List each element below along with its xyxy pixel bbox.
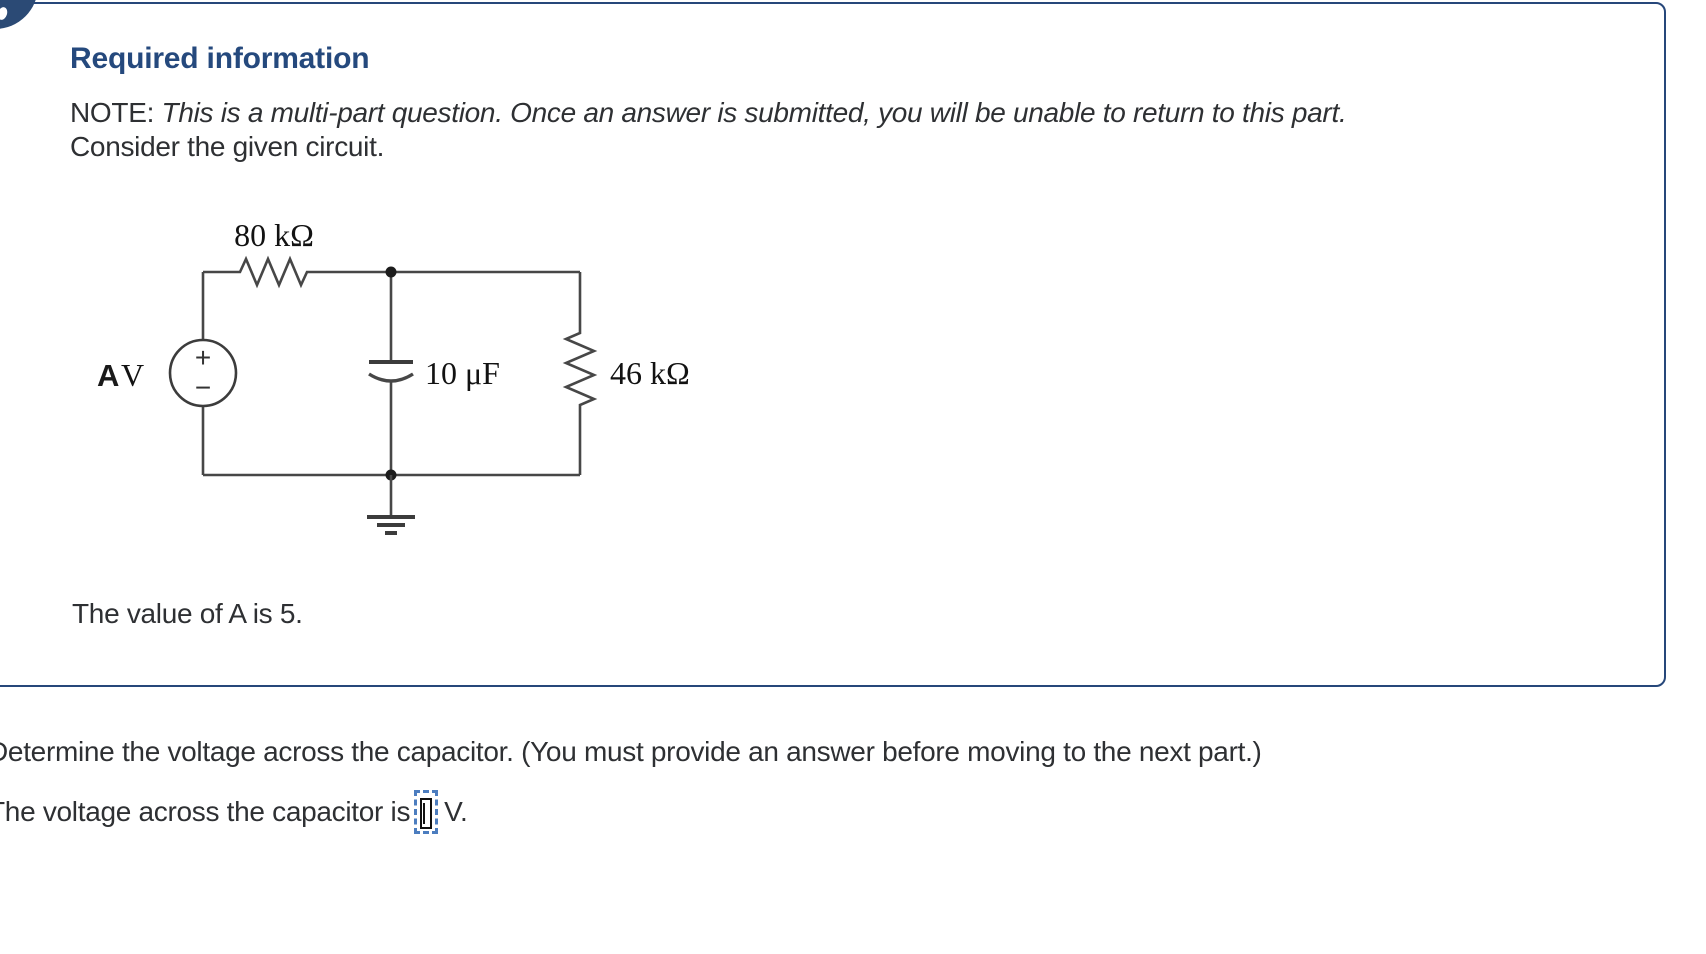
note-label: NOTE: xyxy=(70,97,162,128)
right-resistor-label: 46 kΩ xyxy=(610,355,690,391)
required-information-box xyxy=(0,2,1666,687)
answer-prefix-text: The voltage across the capacitor is xyxy=(0,796,411,827)
badge-glyph-fragment xyxy=(0,5,9,22)
source-plus-sign: + xyxy=(195,342,211,373)
answer-row: The voltage across the capacitor is V. xyxy=(0,790,468,834)
value-statement: The value of A is 5. xyxy=(72,598,303,629)
note-italic-text: This is a multi-part question. Once an a… xyxy=(161,97,1347,128)
capacitor-curved-plate xyxy=(368,372,414,383)
note-paragraph: NOTE: This is a multi-part question. Onc… xyxy=(70,96,1347,164)
junction-dot-top xyxy=(385,266,397,278)
top-resistor-symbol xyxy=(203,255,580,289)
source-minus-sign: − xyxy=(195,372,211,403)
voltage-source-circle xyxy=(168,338,238,408)
answer-unit-text: V. xyxy=(444,796,468,827)
question-prompt: Determine the voltage across the capacit… xyxy=(0,736,1262,767)
consider-line: Consider the given circuit. xyxy=(70,131,385,162)
answer-input[interactable] xyxy=(420,798,433,829)
source-unit-label: V xyxy=(121,357,144,393)
source-variable-label: A xyxy=(97,358,119,393)
capacitor-label: 10 μF xyxy=(425,355,500,391)
answer-input-focus-outline xyxy=(414,790,439,834)
text-cursor xyxy=(423,803,426,824)
circuit-diagram: + − A V 80 kΩ 10 μF 46 kΩ xyxy=(97,217,690,535)
right-resistor-symbol xyxy=(562,272,598,475)
required-information-title: Required information xyxy=(70,42,370,75)
top-resistor-label: 80 kΩ xyxy=(234,217,314,253)
